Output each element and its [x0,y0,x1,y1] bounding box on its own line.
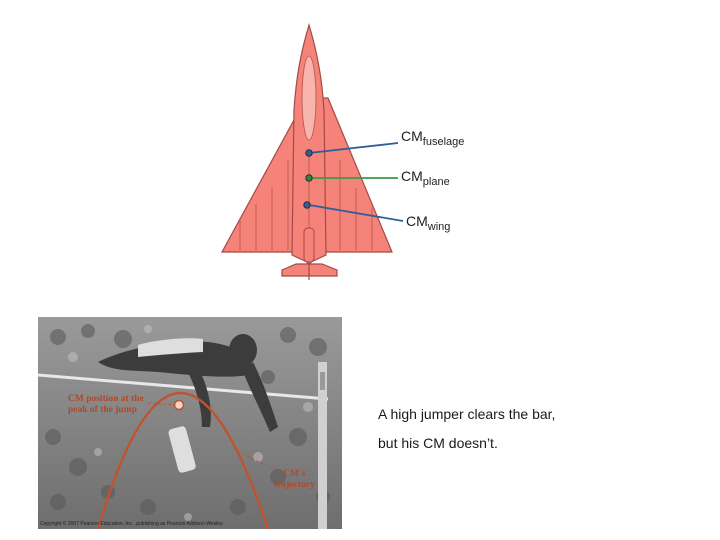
cm-trajectory-line1: CM's [283,469,306,479]
cm-plane-label: CMplane [401,168,450,188]
cm-peak-line2: peak of the jump [68,405,137,415]
cm-peak-marker [173,399,185,411]
cm-fuselage-line [308,142,399,154]
cm-peak-line1: CM position at the [68,394,144,404]
cm-trajectory-line2: trajectory [274,480,315,490]
wing-stripes [239,160,373,250]
cm-wing-line [308,204,404,222]
cm-fuselage-label: CMfuselage [401,128,464,148]
high-jump-photo: CM position at the peak of the jump CM's… [38,317,342,529]
cm-fuselage-dot [305,149,313,157]
cm-wing-sub: wing [427,221,451,233]
photo-copyright: Copyright © 2007 Pearson Education, Inc.… [40,521,224,527]
caption-line1: A high jumper clears the bar, [378,406,556,422]
cm-trajectory [96,392,270,529]
airplane-diagram [220,22,404,280]
cm-plane-main: CM [401,168,423,184]
cm-trajectory-annotation: CM's trajectory [274,469,315,491]
cm-plane-dot [305,174,313,182]
cm-fuselage-main: CM [401,128,423,144]
cm-wing-main: CM [406,213,428,229]
plane-cockpit [301,55,317,141]
cm-wing-label: CMwing [406,213,450,233]
cm-fuselage-sub: fuselage [422,136,465,148]
cm-peak-annotation: CM position at the peak of the jump [68,394,144,416]
cm-plane-sub: plane [422,176,450,188]
caption-line2: but his CM doesn’t. [378,435,498,451]
cm-wing-dot [303,201,311,209]
